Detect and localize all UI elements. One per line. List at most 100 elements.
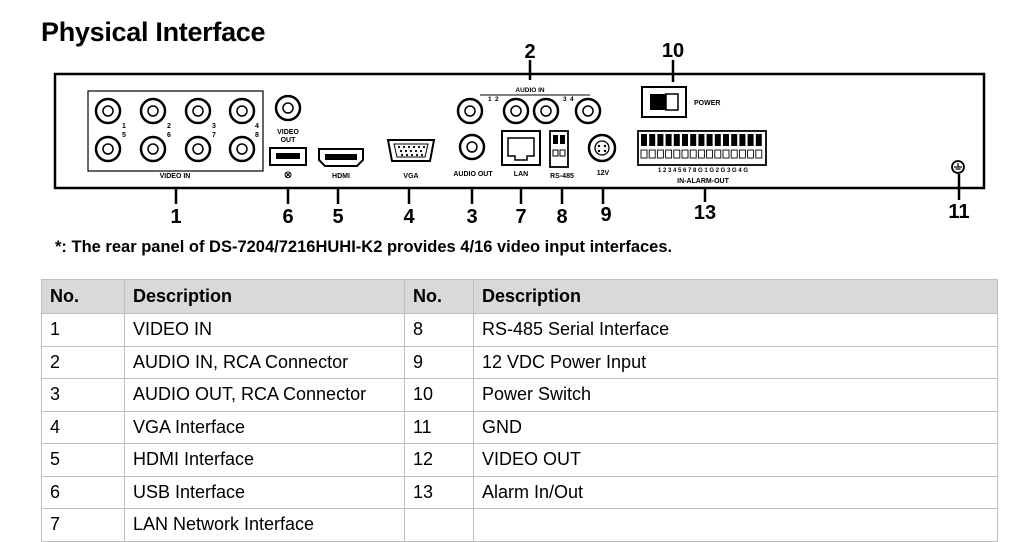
alarm-pin-slot [649,134,656,146]
alarm-pin-socket [738,149,746,159]
page-title: Physical Interface [41,17,266,47]
bnc-connector-5 [94,135,122,163]
table-row: 5 HDMI Interface 12 VIDEO OUT [41,443,998,477]
alarm-pin-socket [689,149,697,159]
channel-number-7: 7 [212,132,216,139]
channel-number-3: 3 [212,123,216,130]
callout-13: 13 [694,202,716,224]
lan-label: LAN [514,171,528,178]
table-cell: USB Interface [124,475,405,509]
alarm-terminal-block: 1 2 3 4 5 6 7 8 G 1 G 2 G 3 G 4 G IN-ALA… [637,130,767,185]
video-out-label-1: VIDEO [277,129,299,136]
hdmi-port: HDMI [318,148,364,180]
alarm-pin-slot [657,134,664,146]
usb-port: ⭙ [269,147,307,180]
alarm-pin-slot [755,134,762,146]
callout-7: 7 [515,206,526,228]
callout-3: 3 [466,206,477,228]
rca-audio-in-2 [502,97,530,125]
interface-table: No. Description No. Description 1 VIDEO … [41,279,998,542]
power-switch: POWER [641,86,720,118]
alarm-pin-slot [690,134,697,146]
alarm-pin-slot [747,134,754,146]
table-cell: Alarm In/Out [473,475,998,509]
video-in-label: VIDEO IN [160,173,191,180]
rs485-label: RS-485 [550,173,574,180]
alarm-pin-socket [665,149,673,159]
alarm-pin-socket [747,149,755,159]
rs485-terminal: RS-485 [549,130,574,180]
alarm-pin-socket [656,149,664,159]
header-no-1: No. [41,279,125,314]
rca-audio-in-3 [532,97,560,125]
bnc-connector-8 [228,135,256,163]
alarm-pin-slot [682,134,688,146]
alarm-pin-socket [722,149,730,159]
bnc-connectors [94,97,256,163]
table-header-row: No. Description No. Description [41,279,998,314]
vga-label: VGA [403,173,418,180]
header-description-1: Description [124,279,405,314]
callout-5: 5 [332,206,343,228]
header-description-2: Description [473,279,998,314]
audio-in-number-4: 4 [570,96,574,103]
alarm-pin-socket [755,149,763,159]
callout-11: 11 [948,201,969,223]
callout-6: 6 [282,206,293,228]
audio-in-block: AUDIO IN 1 2 3 4 [456,87,602,125]
table-cell: HDMI Interface [124,443,405,477]
table-cell: 6 [41,475,125,509]
video-out-connector: VIDEO OUT [274,94,302,144]
bnc-connector-6 [139,135,167,163]
bnc-connector-2 [139,97,167,125]
table-row: 6 USB Interface 13 Alarm In/Out [41,475,998,509]
alarm-pin-socket [697,149,705,159]
channel-number-8: 8 [255,132,259,139]
table-cell: VIDEO OUT [473,443,998,477]
table-cell: 8 [404,313,474,347]
channel-number-5: 5 [122,132,126,139]
channel-number-4: 4 [255,123,259,130]
table-cell: 4 [41,410,125,444]
rca-audio-in-1 [456,97,484,125]
table-cell: 1 [41,313,125,347]
callout-lines [174,60,961,204]
table-cell: 13 [404,475,474,509]
table-cell: RS-485 Serial Interface [473,313,998,347]
alarm-pin-socket [648,149,656,159]
channel-number-2: 2 [167,123,171,130]
alarm-pin-slot [706,134,713,146]
vga-port: VGA [386,139,436,180]
callout-2: 2 [524,41,535,63]
audio-in-number-2: 2 [495,96,499,103]
power-label: POWER [694,100,720,107]
callout-8: 8 [556,206,567,228]
callout-9: 9 [600,204,611,226]
alarm-label: IN-ALARM-OUT [677,178,729,185]
table-row: 2 AUDIO IN, RCA Connector 9 12 VDC Power… [41,345,998,379]
audio-in-label: AUDIO IN [515,87,545,94]
alarm-pin-slot [641,134,647,146]
table-cell [473,508,998,542]
header-no-2: No. [404,279,474,314]
alarm-pin-slot [673,134,680,146]
table-cell: 9 [404,345,474,379]
hdmi-label: HDMI [332,173,350,180]
alarm-pin-slot [665,134,672,146]
alarm-pin-socket [681,149,689,159]
table-cell: GND [473,410,998,444]
table-cell: 2 [41,345,125,379]
alarm-pin-slot [714,134,721,146]
table-row: 1 VIDEO IN 8 RS-485 Serial Interface [41,313,998,347]
alarm-pin-socket [640,149,648,159]
alarm-pin-labels: 1 2 3 4 5 6 7 8 G 1 G 2 G 3 G 4 G [658,168,748,174]
rear-panel-note: *: The rear panel of DS-7204/7216HUHI-K2… [55,238,673,256]
video-out-label-2: OUT [281,137,297,144]
callout-1: 1 [170,206,181,228]
table-cell: 3 [41,378,125,412]
rear-panel-diagram: 1 2 3 4 5 6 7 8 VIDEO IN VIDEO OUT ⭙ HDM… [53,40,986,228]
bnc-connector-4 [228,97,256,125]
table-cell: 11 [404,410,474,444]
table-cell: 5 [41,443,125,477]
table-row: 3 AUDIO OUT, RCA Connector 10 Power Swit… [41,378,998,412]
